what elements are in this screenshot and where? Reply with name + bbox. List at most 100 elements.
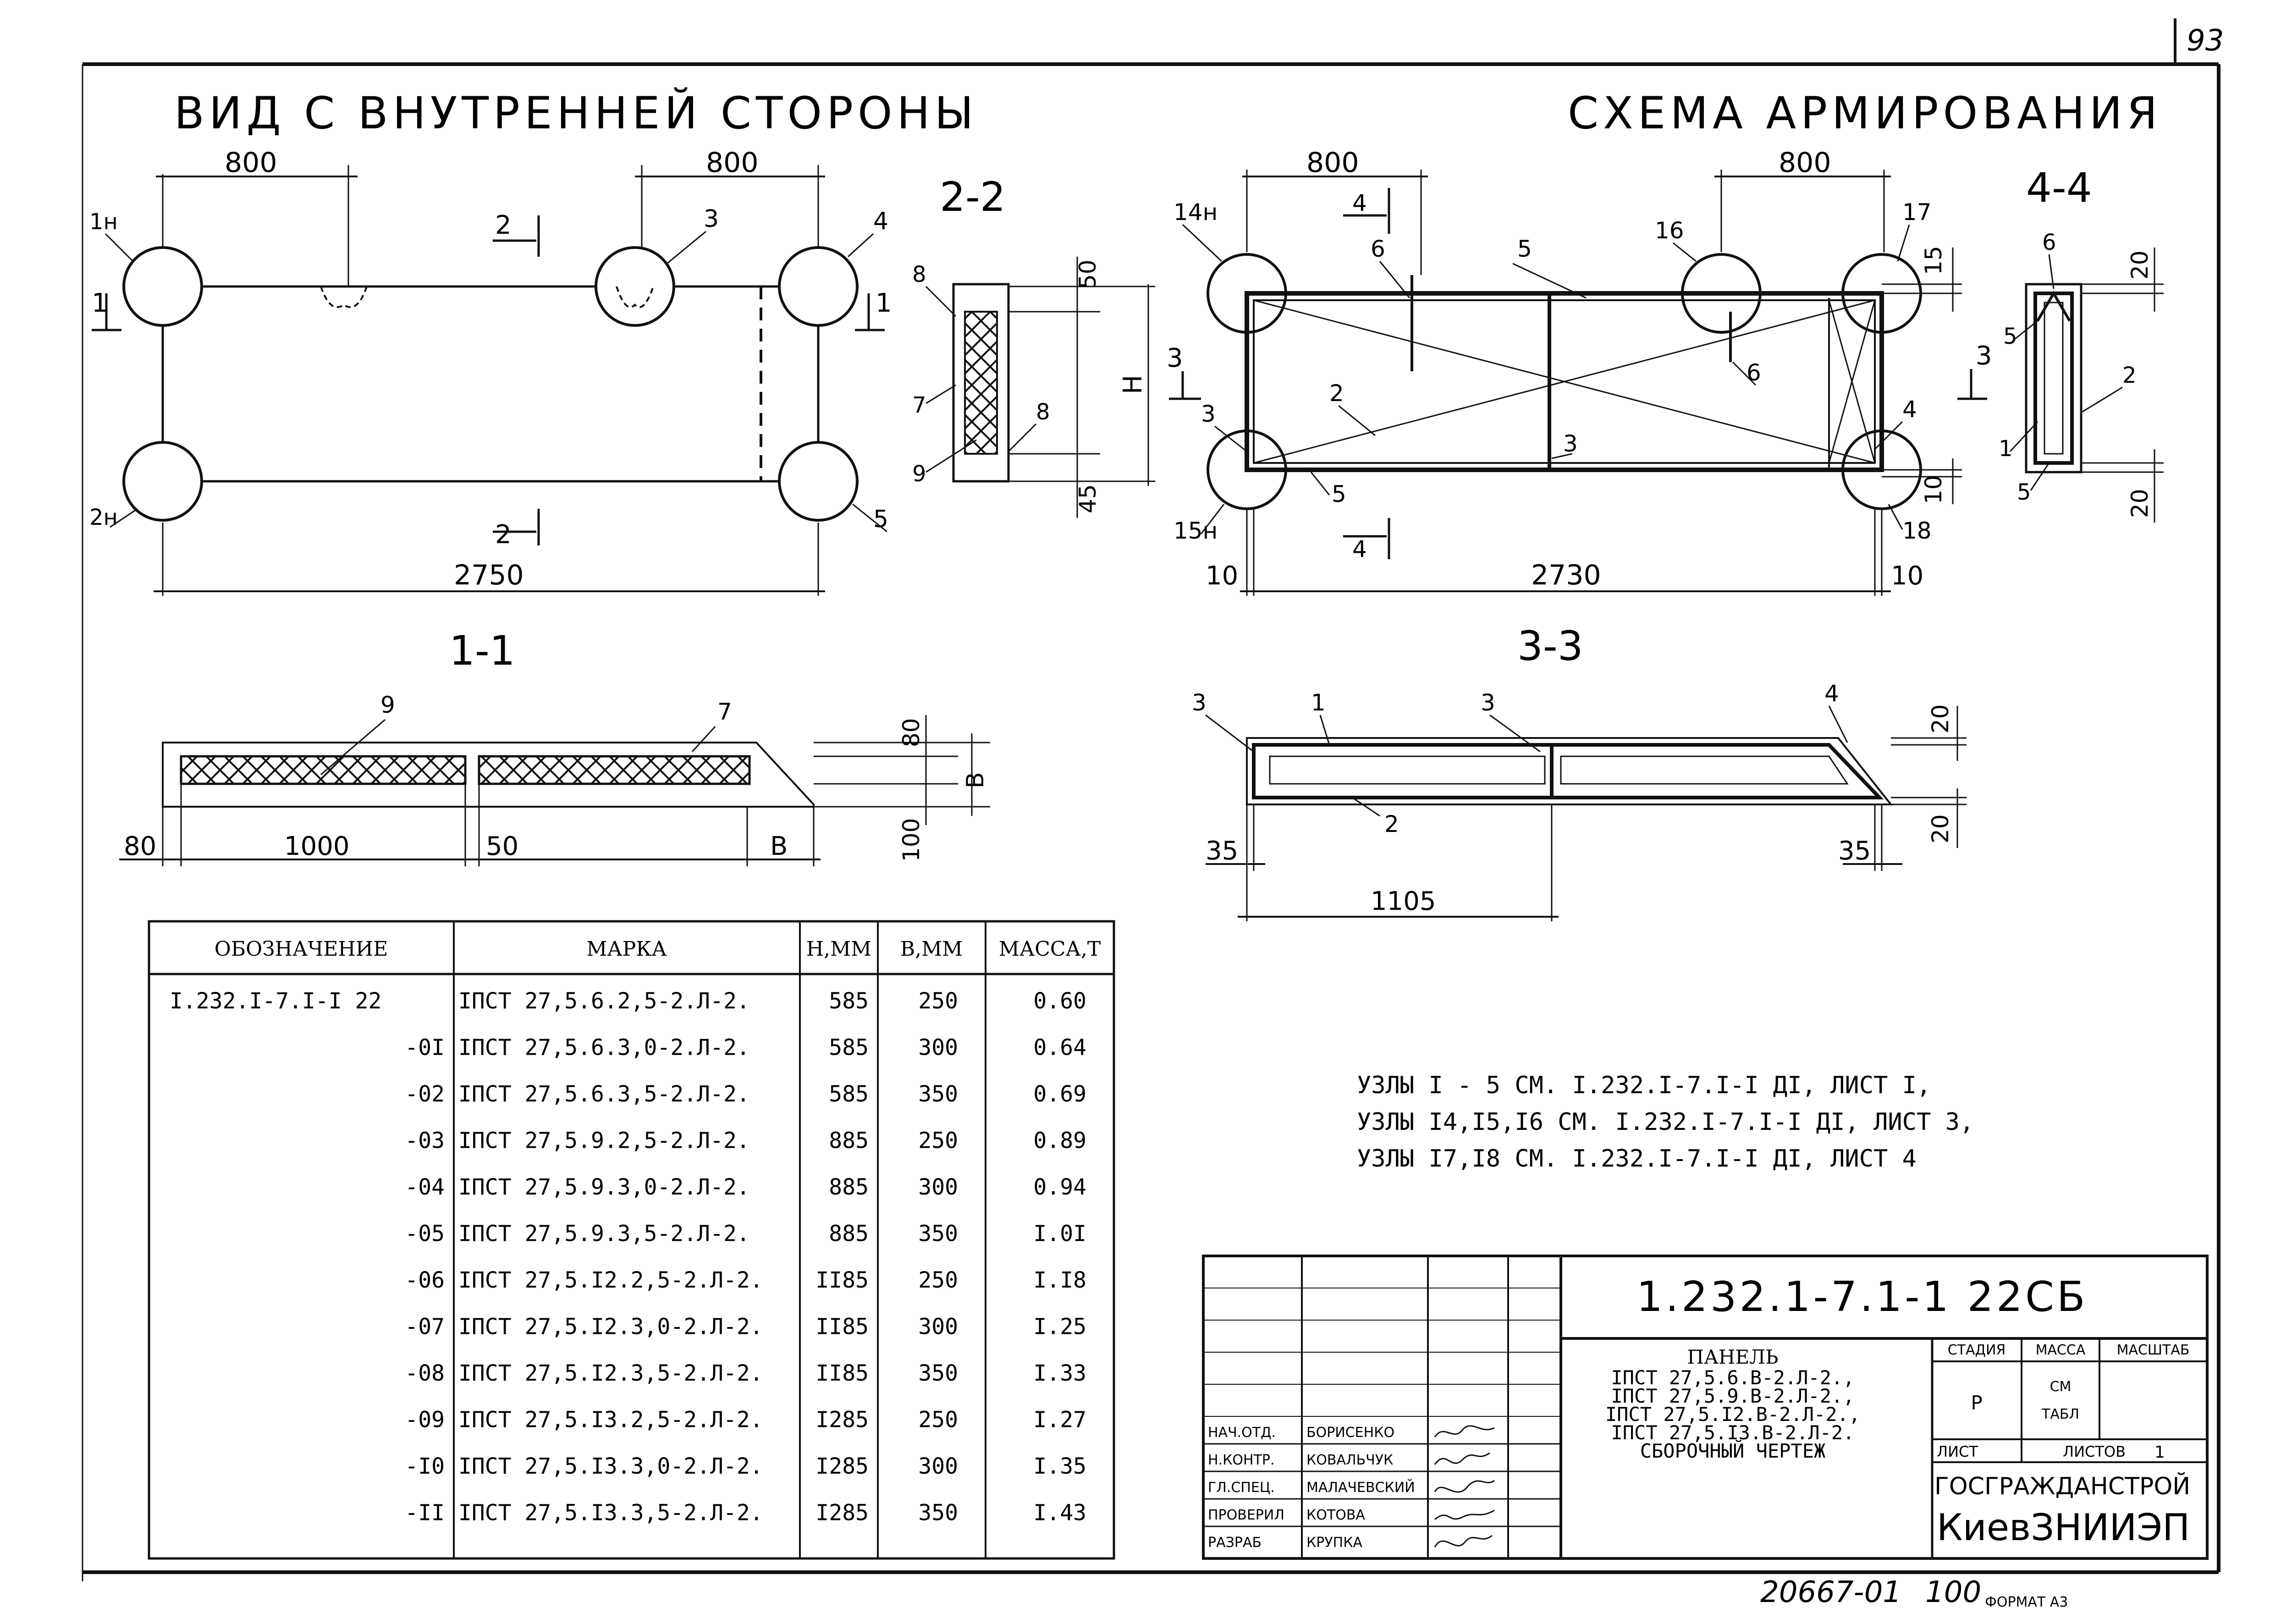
section-1-1: 80 В 100 80 1000 50 В 9 7: [119, 692, 990, 866]
sig-role-3: ГЛ.СПЕЦ.: [1208, 1480, 1275, 1496]
sig-name-1: БОРИСЕНКО: [1306, 1425, 1394, 1441]
table-cell: I.33: [1033, 1360, 1086, 1386]
table-cell: IПСТ 27,5.I2.3,0-2.Л-2.: [458, 1314, 763, 1340]
callout-1: 1: [1999, 436, 2013, 462]
handwritten-signatures: [1434, 1425, 1495, 1547]
table-cell: -II: [405, 1500, 445, 1526]
dim-B-bottom: В: [770, 831, 788, 861]
table-cell: -05: [405, 1221, 445, 1247]
table-cell: IПСТ 27,5.6.3,5-2.Л-2.: [458, 1081, 750, 1107]
callout-3-left: 3: [1201, 401, 1216, 427]
name-line-2: IПСТ 27,5.6.В-2.Л-2.,: [1611, 1366, 1854, 1389]
table-cell: II85: [815, 1267, 869, 1293]
table-cell: 585: [829, 988, 869, 1014]
callout-2: 2: [1329, 380, 1344, 407]
dim-45: 45: [1074, 484, 1101, 513]
callout-8-bottom: 8: [1036, 399, 1050, 425]
embedded-part-circle: [778, 441, 859, 522]
table-cell: 585: [829, 1035, 869, 1061]
table-cell: 300: [918, 1174, 958, 1200]
callout-6: 6: [2042, 230, 2056, 255]
cut-mark-4-bottom: 4: [1352, 536, 1367, 562]
dim-1000: 1000: [284, 831, 350, 861]
table-cell: IПСТ 27,5.I2.3,5-2.Л-2.: [458, 1360, 763, 1386]
dim-35-left: 35: [1206, 836, 1238, 866]
doc-number: 20667-01: [1760, 1575, 1901, 1609]
dim-1105: 1105: [1371, 886, 1436, 916]
table-header-mass: МАССА,Т: [999, 937, 1101, 961]
embedded-part-circle: [595, 246, 675, 327]
table-header-b: В,ММ: [900, 937, 963, 961]
dim-10-right: 10: [1891, 561, 1923, 591]
stage-label: СТАДИЯ: [1948, 1342, 2006, 1358]
table-cell: I285: [815, 1407, 869, 1433]
callout-5-top: 5: [1517, 236, 1532, 262]
table-cell: 350: [918, 1081, 958, 1107]
table-cell: IПСТ 27,5.6.3,0-2.Л-2.: [458, 1035, 750, 1061]
inv-number: 100: [1925, 1575, 1981, 1609]
callout-5-bottom: 5: [1332, 481, 1346, 507]
table-cell: -04: [405, 1174, 445, 1200]
callout-7: 7: [717, 699, 732, 725]
table-header-mark: МАРКА: [586, 937, 667, 961]
stage-value: Р: [1971, 1392, 1982, 1414]
table-cell: I285: [815, 1453, 869, 1479]
dim-H: Н: [1118, 375, 1148, 394]
cut-mark-4-top: 4: [1352, 190, 1367, 216]
section-4-4: 20 20 6 5 1 5 2 3: [1957, 230, 2164, 523]
title-block: НАЧ.ОТД. БОРИСЕНКО Н.КОНТР. КОВАЛЬЧУК ГЛ…: [1202, 1255, 2209, 1560]
table-cell: -0I: [405, 1035, 445, 1061]
sheets-label: ЛИСТОВ: [2063, 1443, 2126, 1460]
table-cell: IПСТ 27,5.9.2,5-2.Л-2.: [458, 1128, 750, 1154]
table-cell: 0.94: [1033, 1174, 1086, 1200]
table-cell: 350: [918, 1500, 958, 1526]
dim-15: 15: [1920, 246, 1947, 275]
dim-20-top: 20: [2127, 250, 2153, 280]
signature-rows: НАЧ.ОТД. БОРИСЕНКО Н.КОНТР. КОВАЛЬЧУК ГЛ…: [1208, 1425, 1415, 1551]
table-cell: 885: [829, 1221, 869, 1247]
callout-4: 4: [873, 208, 888, 235]
dim-800-right: 800: [1779, 147, 1831, 179]
table-cell: 300: [918, 1314, 958, 1340]
callout-17: 17: [1902, 199, 1932, 226]
dim-800-right: 800: [706, 147, 759, 179]
dim-800-left: 800: [225, 147, 277, 179]
table-cell: 0.69: [1033, 1081, 1086, 1107]
dim-50: 50: [1074, 259, 1101, 289]
lifting-loop-circle: [122, 441, 203, 522]
table-cell: IПСТ 27,5.9.3,0-2.Л-2.: [458, 1174, 750, 1200]
sig-name-3: МАЛАЧЕВСКИЙ: [1306, 1479, 1415, 1496]
table-cell: IПСТ 27,5.I3.3,0-2.Л-2.: [458, 1453, 763, 1479]
callout-1n: 1н: [89, 209, 118, 235]
name-line-1: ПАНЕЛЬ: [1687, 1346, 1778, 1368]
dim-2730: 2730: [1531, 559, 1601, 591]
table-header-designation: ОБОЗНАЧЕНИЕ: [215, 937, 388, 961]
format-label: ФОРМАТ А3: [1985, 1594, 2068, 1610]
table-cell: IПСТ 27,5.I2.2,5-2.Л-2.: [458, 1267, 763, 1293]
table-cell: II85: [815, 1360, 869, 1386]
name-line-6: СБОРОЧНЫЙ ЧЕРТЕЖ: [1640, 1439, 1826, 1462]
reinforcement-view-title: СХЕМА АРМИРОВАНИЯ: [1568, 88, 2162, 139]
dim-100: 100: [898, 818, 925, 862]
section-2-2-title: 2-2: [940, 173, 1006, 220]
dim-B-right: В: [962, 772, 989, 788]
sig-name-2: КОВАЛЬЧУК: [1306, 1452, 1393, 1468]
table-cell: I285: [815, 1500, 869, 1526]
table-cell: I.232.I-7.I-I 22: [170, 988, 381, 1014]
table-cell: 585: [829, 1081, 869, 1107]
name-line-4: IПСТ 27,5.I2.В-2.Л-2.,: [1605, 1403, 1860, 1426]
dim-10-left: 10: [1206, 561, 1238, 591]
dim-20-bottom: 20: [2127, 489, 2153, 518]
sig-role-4: ПРОВЕРИЛ: [1208, 1507, 1284, 1523]
sig-role-1: НАЧ.ОТД.: [1208, 1425, 1276, 1441]
sig-role-5: РАЗРАБ: [1208, 1535, 1262, 1551]
sig-name-5: КРУПКА: [1306, 1535, 1363, 1551]
sig-role-2: Н.КОНТР.: [1208, 1452, 1275, 1468]
callout-16: 16: [1655, 217, 1684, 244]
table-cell: 250: [918, 1128, 958, 1154]
dim-35-right: 35: [1838, 836, 1871, 866]
callout-1: 1: [1311, 689, 1326, 716]
embedded-part-circle: [778, 246, 859, 327]
callout-2: 2: [2122, 363, 2137, 388]
dim-80-left: 80: [124, 831, 156, 861]
